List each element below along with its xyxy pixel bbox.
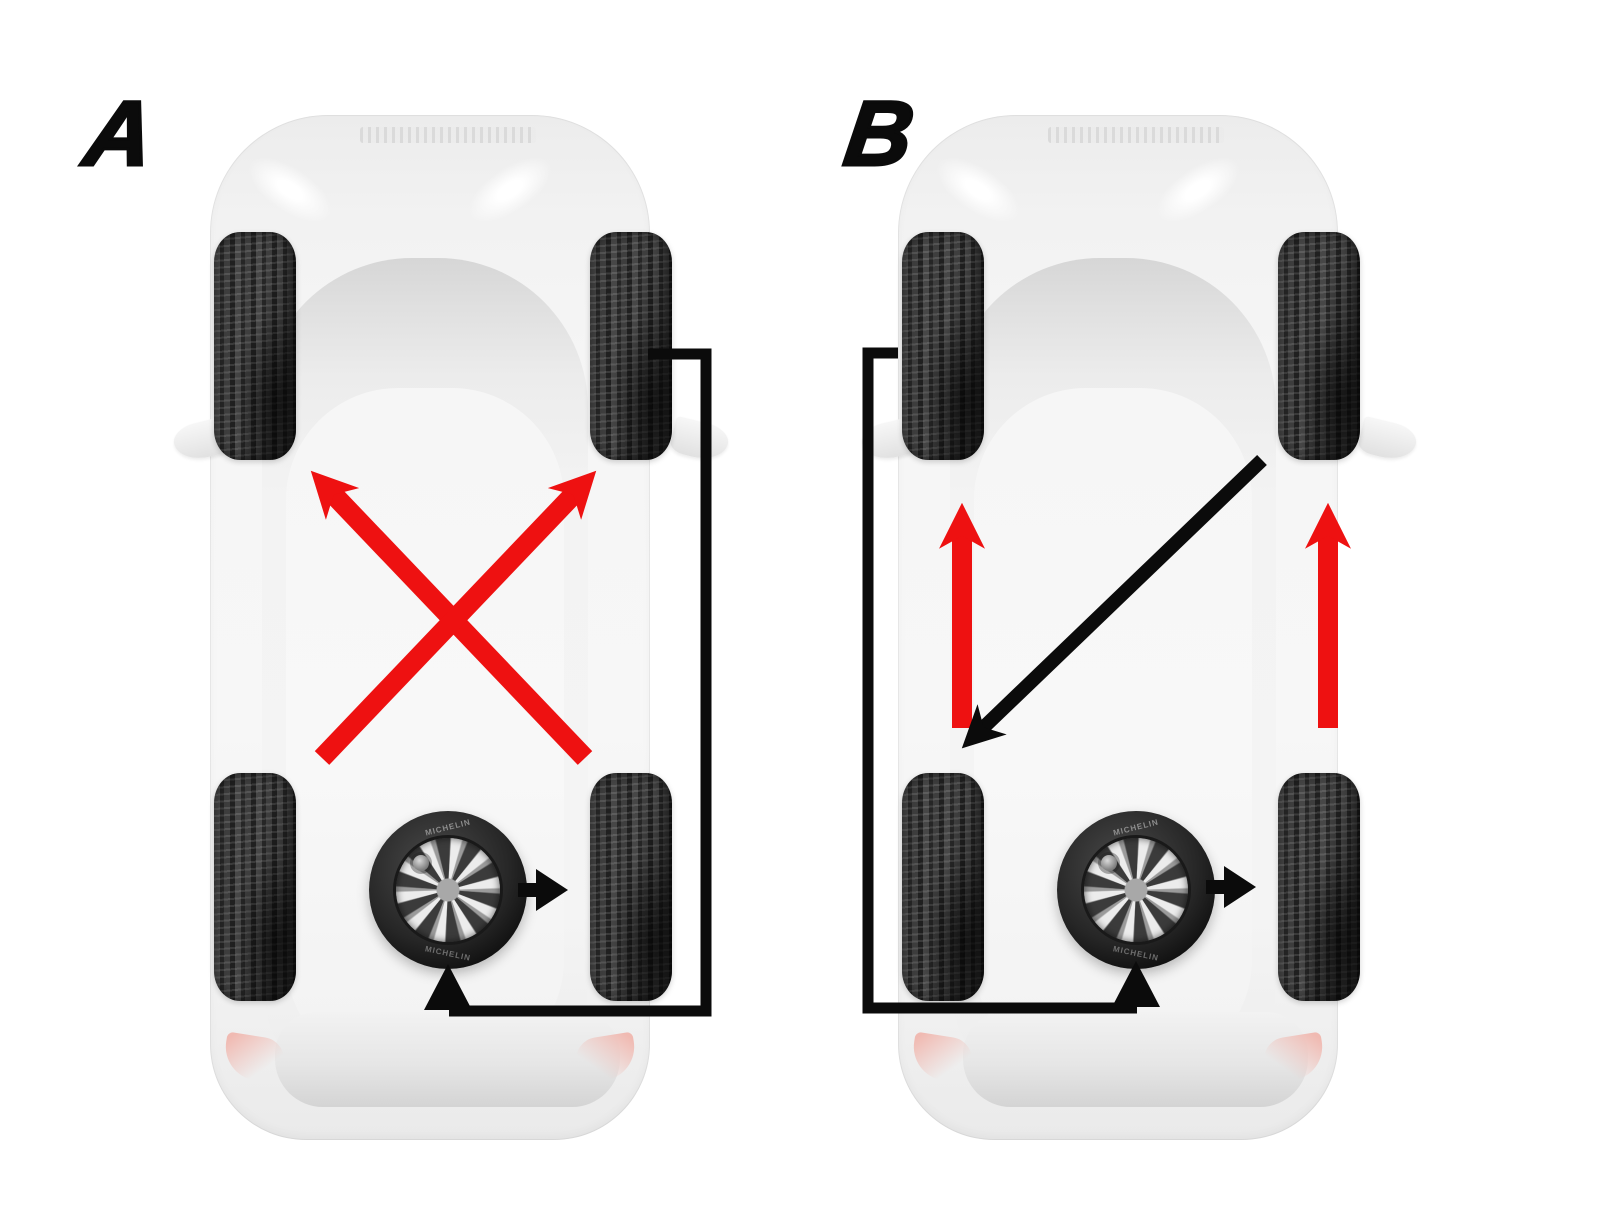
- spare-out-arrowhead: [536, 869, 568, 911]
- car-b-arrow-overlay: [862, 347, 1351, 1014]
- car-b-spare-hubcap: [1101, 855, 1117, 871]
- car-b-front-right-tire: [1278, 232, 1360, 460]
- car-b-front-left-tire: [902, 232, 984, 460]
- diagonal-arrow: [961, 454, 1267, 749]
- car-b-spare-rim: [1084, 838, 1188, 942]
- car-b-top-view: MICHELIN MICHELIN: [858, 80, 1438, 1180]
- panel-b-label: B: [837, 82, 921, 187]
- car-a-rear-left-tire: [214, 773, 296, 1001]
- car-a-spare-rim: [396, 838, 500, 942]
- car-b-spare-tire: MICHELIN MICHELIN: [1057, 811, 1215, 969]
- spare-in-route-line: [449, 348, 712, 1017]
- spare-out-arrowhead: [1224, 866, 1256, 908]
- cross-arrow-to-front-right: [314, 470, 597, 765]
- car-a-top-view: MICHELIN MICHELIN: [170, 80, 750, 1180]
- car-b-rear-right-tire: [1278, 773, 1360, 1001]
- car-a-cowl-vent: [360, 127, 536, 143]
- car-a-spare-hubcap: [413, 855, 429, 871]
- car-b-rear-window: [963, 1012, 1308, 1107]
- car-a-arrow-overlay: [310, 348, 712, 1017]
- car-a-rear-window: [275, 1012, 620, 1107]
- car-a-spare-tire: MICHELIN MICHELIN: [369, 811, 527, 969]
- spare-in-up-arrowhead: [424, 964, 472, 1010]
- spare-in-route-line: [862, 347, 1137, 1014]
- spare-in-up-arrowhead: [1112, 961, 1160, 1007]
- spare-out-arrow-stem: [518, 883, 538, 897]
- car-a-rear-right-tire: [590, 773, 672, 1001]
- car-a-front-left-tire: [214, 232, 296, 460]
- car-b-cowl-vent: [1048, 127, 1224, 143]
- panel-a-label: A: [77, 82, 161, 187]
- car-b-rear-left-tire: [902, 773, 984, 1001]
- car-a-front-right-tire: [590, 232, 672, 460]
- spare-out-arrow-stem: [1206, 880, 1226, 894]
